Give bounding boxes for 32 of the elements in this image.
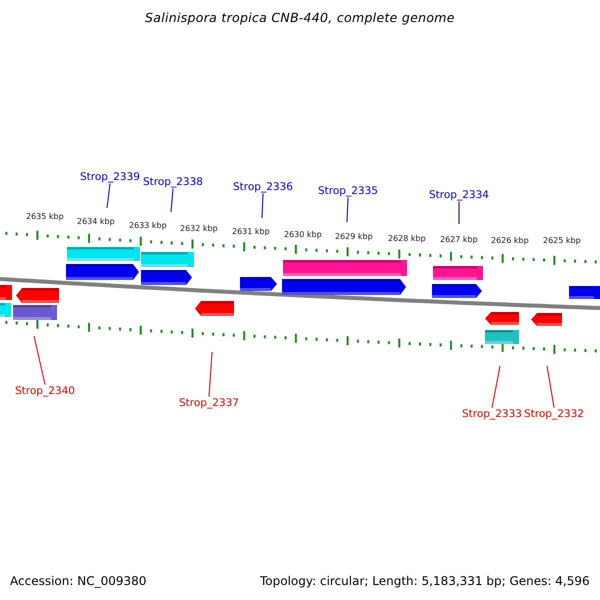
- scale-label: 2634 kbp: [77, 218, 115, 226]
- scale-label: 2631 kbp: [232, 228, 270, 236]
- gene-label: Strop_2335: [318, 186, 378, 196]
- diagram-title: Salinispora tropica CNB-440, complete genome: [145, 12, 455, 24]
- scale-label: 2632 kbp: [180, 225, 218, 233]
- scale-label: 2635 kbp: [26, 213, 64, 221]
- gene-label: Strop_2337: [179, 398, 239, 408]
- leader-line: [106, 183, 110, 208]
- leader-line: [546, 366, 554, 408]
- gene-label: Strop_2333: [462, 408, 522, 419]
- scale-label: 2628 kbp: [388, 235, 426, 243]
- leader-line: [170, 188, 174, 212]
- gene-label: Strop_2338: [143, 176, 203, 187]
- scale-label: 2625 kbp: [543, 237, 581, 245]
- gene-label: Strop_2339: [80, 172, 140, 182]
- gene-label: Strop_2334: [429, 190, 489, 200]
- leader-line: [208, 352, 212, 397]
- leader-line: [34, 336, 46, 385]
- gene-label: Strop_2336: [233, 182, 293, 192]
- scale-label: 2626 kbp: [491, 237, 529, 245]
- gene-label: Strop_2340: [15, 386, 75, 396]
- leader-line: [346, 197, 348, 222]
- genome-info-text: Topology: circular; Length: 5,183,331 bp; Genes: 4,596: [260, 575, 590, 587]
- accession-text: Accession: NC_009380: [10, 575, 146, 587]
- leader-line: [492, 366, 500, 408]
- scale-label: 2633 kbp: [129, 222, 167, 230]
- leader-line: [262, 193, 264, 218]
- gene-label: Strop_2332: [524, 408, 584, 419]
- scale-label: 2630 kbp: [284, 231, 322, 239]
- leader-line: [458, 201, 460, 224]
- scale-label: 2629 kbp: [335, 233, 373, 241]
- scale-label: 2627 kbp: [440, 236, 478, 244]
